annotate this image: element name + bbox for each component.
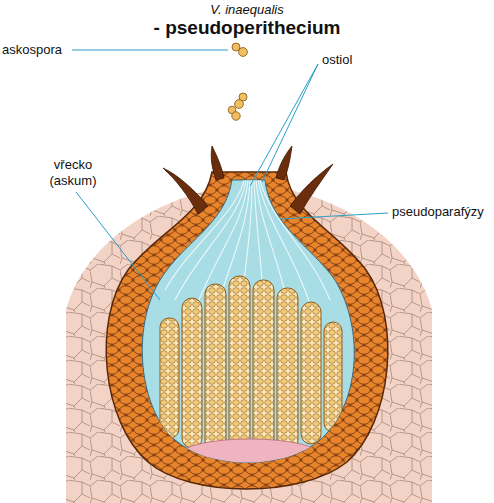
cavity: [142, 180, 354, 463]
part-label: pseudoparafýzy: [392, 204, 484, 220]
basal-cushion: [180, 439, 320, 471]
leader-lines: [72, 50, 388, 300]
cavity-contents: [160, 180, 342, 471]
part-label: vřecko (askum): [40, 157, 106, 188]
fruiting-body-wall: [106, 172, 388, 489]
diagram-title: - pseudoperithecium: [154, 17, 341, 40]
species-name: V. inaequalis: [210, 2, 283, 18]
asci: [160, 276, 342, 454]
setae: [163, 146, 333, 214]
part-label: ostiol: [322, 52, 352, 68]
ascospores: [228, 43, 247, 120]
part-label: askospora: [2, 42, 62, 58]
